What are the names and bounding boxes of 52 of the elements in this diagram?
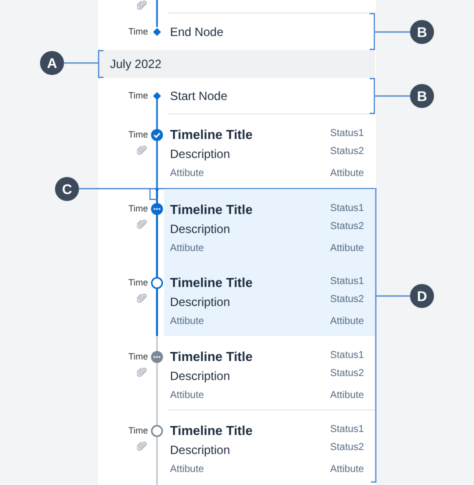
attribute-text: Attibute [170,316,204,328]
item-description: Description [170,442,230,458]
leader-line [64,62,99,64]
item-description: Description [170,368,230,384]
callout-marker: B [410,20,434,44]
status-text: Status1 [330,276,364,288]
item-description: Description [170,146,230,162]
item-description: Description [170,294,230,310]
attribute-text: Attibute [170,243,204,255]
leader-line [374,295,410,297]
attribute-text: Attibute [330,243,364,255]
attribute-text: Attibute [170,390,204,402]
attribute-text: Attibute [170,168,204,180]
time-label: Time [128,426,148,436]
callout-marker: B [410,84,434,108]
date-heading: July 2022 [110,56,162,72]
status-text: Status2 [330,146,364,158]
item-title: Timeline Title [170,349,253,365]
item-description: Description [170,222,230,236]
leader-line [374,31,410,33]
item-title: Timeline Title [170,127,253,143]
callout-marker: D [410,284,434,308]
time-label: Time [128,352,148,362]
status-text: Status2 [330,442,364,454]
node-title: Start Node [170,88,228,104]
status-text: Status2 [330,294,364,306]
status-text: Status2 [330,221,364,233]
callout-marker: C [55,176,79,201]
status-text: Status1 [330,128,364,140]
item-title: Timeline Title [170,202,253,218]
attribute-text: Attibute [170,464,204,476]
node-title: End Node [170,24,224,39]
item-title: Timeline Title [170,275,253,291]
status-text: Status1 [330,350,364,362]
attribute-text: Attibute [330,316,364,328]
time-label: Time [128,278,148,288]
time-label: Time [128,130,148,140]
item-title: Timeline Title [170,423,253,439]
attribute-text: Attibute [330,390,364,402]
status-text: Status1 [330,203,364,215]
attribute-text: Attibute [330,464,364,476]
status-text: Status1 [330,424,364,436]
attribute-text: Attibute [330,168,364,180]
time-label: Time [128,204,148,214]
time-label: Time [128,26,148,37]
status-text: Status2 [330,368,364,380]
callout-marker: A [40,51,64,75]
leader-line [79,188,99,190]
group-header-band [98,50,375,78]
time-label: Time [128,90,148,102]
leader-line [374,95,410,97]
timeline-item [98,188,375,262]
